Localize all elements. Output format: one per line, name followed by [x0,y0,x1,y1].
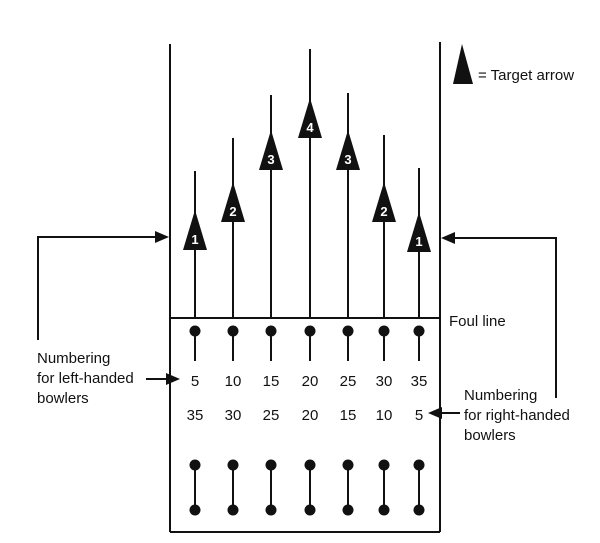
left-caption-line-1: Numbering [37,350,110,367]
right-caption-line-2: for right-handed [464,407,570,424]
target-arrow-7 [407,212,431,252]
dot-bottom-5 [342,504,354,516]
right-number-pointer-head [428,407,442,419]
target-arrow-2 [221,182,245,222]
left-handed-number-5: 25 [340,373,357,390]
right-handed-numbering: 35 30 25 20 15 10 5 [187,407,424,424]
right-handed-number-6: 10 [376,407,393,424]
target-arrow-number-4: 4 [306,120,314,135]
right-caption-line-1: Numbering [464,387,537,404]
right-handed-number-4: 20 [302,407,319,424]
left-caption: Numbering for left-handed bowlers [37,350,134,407]
left-number-pointer-head [166,373,180,385]
right-arrow-pointer [452,237,557,398]
left-pointers [37,236,168,380]
dot-bottom-4 [304,504,316,516]
target-arrow-1 [183,210,207,250]
target-arrows: 1 2 3 4 3 2 1 [183,49,431,318]
target-arrow-number-7: 1 [415,234,422,249]
target-arrow-5 [336,130,360,170]
left-arrow-pointer [37,236,157,340]
right-handed-number-7: 5 [415,407,423,424]
dot-mid-2 [227,459,239,471]
target-arrow-6 [372,182,396,222]
dot-bottom-7 [413,504,425,516]
left-handed-number-1: 5 [191,373,199,390]
left-caption-line-3: bowlers [37,390,89,407]
legend: = Target arrow [453,44,574,84]
dot-mid-7 [413,459,425,471]
left-arrow-pointer-head [155,231,169,243]
target-arrow-3 [259,130,283,170]
dot-mid-6 [378,459,390,471]
dot-bottom-2 [227,504,239,516]
right-caption: Numbering for right-handed bowlers [464,387,570,444]
dot-mid-4 [304,459,316,471]
right-handed-number-2: 30 [225,407,242,424]
legend-text: = Target arrow [478,67,574,84]
left-handed-number-7: 35 [411,373,428,390]
dot-bottom-3 [265,504,277,516]
dot-mid-5 [342,459,354,471]
left-handed-number-3: 15 [263,373,280,390]
left-caption-line-2: for left-handed [37,370,134,387]
lane [169,42,441,533]
target-arrow-number-6: 2 [380,204,387,219]
right-handed-number-5: 15 [340,407,357,424]
dot-bottom-6 [378,504,390,516]
target-arrow-number-1: 1 [191,232,198,247]
left-handed-number-2: 10 [225,373,242,390]
lane-dots [189,325,425,516]
target-arrow-icon [453,44,473,84]
left-handed-number-6: 30 [376,373,393,390]
right-handed-number-3: 25 [263,407,280,424]
target-arrow-4 [298,98,322,138]
dot-mid-3 [265,459,277,471]
dot-bottom-1 [189,504,201,516]
right-arrow-pointer-head [441,232,455,244]
right-handed-number-1: 35 [187,407,204,424]
target-arrow-number-3: 3 [267,152,274,167]
right-caption-line-3: bowlers [464,427,516,444]
dot-mid-1 [189,459,201,471]
left-handed-numbering: 5 10 15 20 25 30 35 [191,373,428,390]
foul-line-label: Foul line [449,313,506,330]
left-handed-number-4: 20 [302,373,319,390]
target-arrow-number-5: 3 [344,152,351,167]
target-arrow-number-2: 2 [229,204,236,219]
